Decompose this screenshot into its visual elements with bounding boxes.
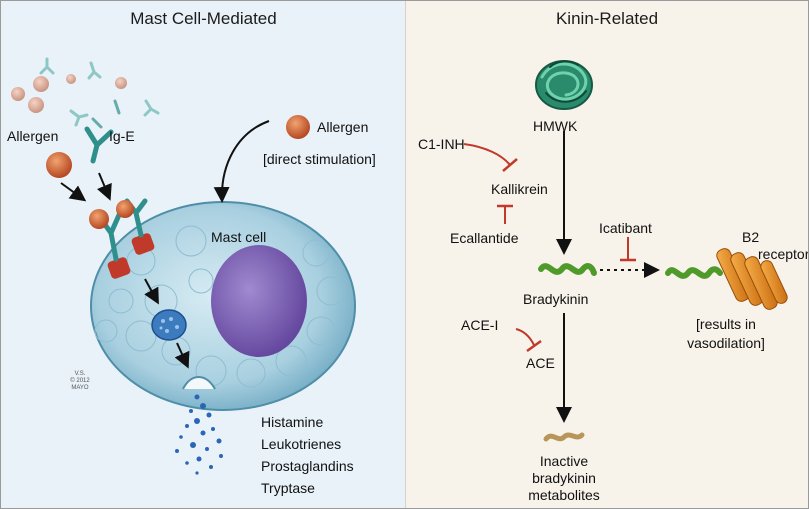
faded-allergens bbox=[11, 74, 127, 113]
mast-cell-label: Mast cell bbox=[211, 229, 267, 245]
mediator-prostaglandins: Prostaglandins bbox=[261, 458, 354, 474]
ige-antibody-icon bbox=[84, 126, 114, 164]
kallikrein-label: Kallikrein bbox=[491, 181, 548, 197]
receptor-complex bbox=[89, 198, 155, 279]
inactive-metabolites-label: Inactive bradykinin metabolites bbox=[528, 453, 600, 503]
faded-antibodies bbox=[39, 57, 160, 127]
b2-receptor-label: B2 bbox=[742, 229, 760, 245]
mast-cell-illustration bbox=[11, 57, 356, 475]
artist-signature: V.S. © 2012 MAYO bbox=[70, 371, 90, 391]
hmwk-label: HMWK bbox=[533, 118, 578, 134]
c1-inh-label: C1-INH bbox=[418, 136, 465, 152]
bound-bradykinin bbox=[665, 266, 723, 279]
ecallantide-label: Ecallantide bbox=[450, 230, 519, 246]
c1inh-inhibition-bar bbox=[502, 158, 518, 172]
binding-arrow bbox=[60, 182, 87, 202]
bradykinin-label: Bradykinin bbox=[523, 291, 589, 307]
ace-label: ACE bbox=[526, 355, 555, 371]
release-arrow bbox=[174, 342, 190, 369]
mast-cell-panel: Mast Cell-Mediated bbox=[1, 1, 406, 508]
kinin-panel-title: Kinin-Related bbox=[555, 9, 659, 28]
allergen-particle bbox=[46, 152, 72, 178]
direct-stimulation-label: [direct stimulation] bbox=[263, 151, 376, 167]
allergen-label-left: Allergen bbox=[7, 128, 59, 144]
nucleus bbox=[211, 245, 307, 357]
allergen-particle-direct bbox=[286, 115, 310, 139]
mediator-histamine: Histamine bbox=[261, 414, 324, 430]
degranulation-pore bbox=[182, 376, 216, 390]
icatibant-label: Icatibant bbox=[599, 220, 652, 236]
binding-arrow-2 bbox=[97, 172, 112, 201]
vasodilation-label: [results in vasodilation] bbox=[687, 316, 765, 351]
allergen-label-right: Allergen bbox=[317, 119, 369, 135]
acei-inhibition-arc bbox=[515, 328, 535, 346]
kinin-pathway-illustration bbox=[463, 60, 788, 442]
acei-inhibition-bar bbox=[526, 339, 542, 353]
direct-stimulation-arrow bbox=[213, 120, 270, 203]
mediator-tryptase: Tryptase bbox=[261, 480, 315, 496]
b2-receptor-icon bbox=[716, 248, 788, 310]
mast-cell-panel-title: Mast Cell-Mediated bbox=[130, 9, 277, 28]
mediator-leukotrienes: Leukotrienes bbox=[261, 436, 342, 452]
ace-i-label: ACE-I bbox=[461, 317, 499, 333]
secretory-granule bbox=[151, 309, 187, 341]
released-mediator-dots bbox=[175, 394, 223, 475]
b2-receptor-label-2: receptor bbox=[758, 246, 809, 262]
c1inh-inhibition-arc bbox=[463, 143, 511, 166]
hmwk-protein-icon bbox=[535, 60, 593, 110]
signal-arrow bbox=[144, 278, 159, 305]
bradykinin-molecule bbox=[538, 263, 597, 276]
ige-label: Ig-E bbox=[109, 128, 135, 144]
inactive-metabolite-molecule bbox=[543, 432, 585, 442]
kinin-panel: Kinin-Related bbox=[406, 1, 808, 508]
